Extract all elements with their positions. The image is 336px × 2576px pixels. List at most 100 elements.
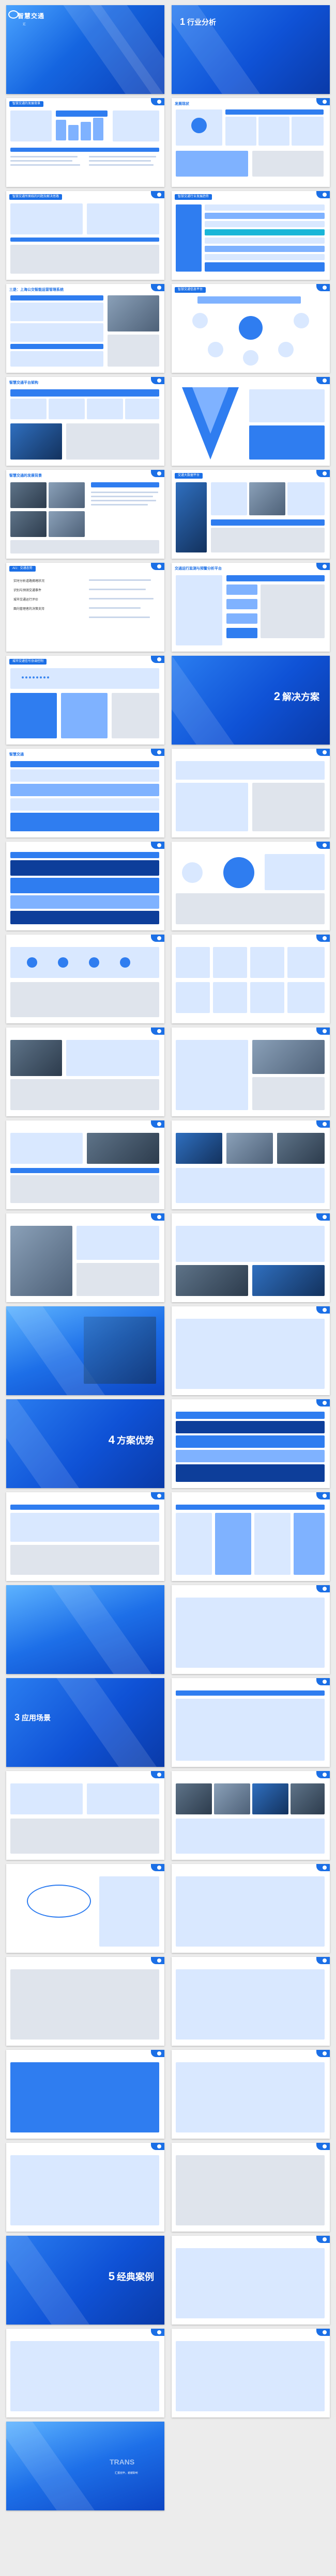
slide-4[interactable]: 发展现状 (172, 98, 330, 187)
slide-45[interactable] (6, 2050, 164, 2139)
slide-7[interactable]: 三是：上海公交智能运营管理系统 (6, 284, 164, 373)
photo (49, 511, 85, 537)
slide-19[interactable] (6, 842, 164, 930)
slide-41[interactable] (6, 1864, 164, 1953)
slide-43[interactable] (6, 1957, 164, 2046)
bullet-line: 城市交通运行评价 (13, 598, 39, 602)
slide-46[interactable] (172, 2050, 330, 2139)
slide-17[interactable]: 智慧交通 (6, 749, 164, 837)
corner-tab (151, 191, 164, 198)
header-block (10, 295, 103, 301)
decor-stripe (47, 1678, 162, 1767)
slide-28[interactable] (172, 1213, 330, 1302)
slide-8[interactable]: 智慧交通信息平台 (172, 284, 330, 373)
corner-dot-icon (157, 1029, 161, 1033)
content-panel (176, 893, 325, 924)
corner-dot-icon (157, 286, 161, 290)
slide-52[interactable] (172, 2329, 330, 2417)
layer-band (176, 1435, 325, 1448)
corner-tab (151, 1028, 164, 1035)
slide-30[interactable] (172, 1306, 330, 1395)
decor-stripe (42, 1585, 157, 1674)
corner-tab (316, 842, 330, 849)
slide-32[interactable] (172, 1399, 330, 1488)
content-panel (10, 245, 159, 274)
slide-51[interactable] (6, 2329, 164, 2417)
icon-tile (250, 947, 284, 978)
slide-21[interactable] (6, 935, 164, 1023)
slide-47[interactable] (6, 2143, 164, 2232)
slide-22[interactable] (172, 935, 330, 1023)
slide-50[interactable] (172, 2236, 330, 2325)
slide-14[interactable]: Ai1：交通态势 实时分析道路拥堵状况 识别与预测交通事件 城市交通运行评价 面… (6, 563, 164, 652)
content-panel (112, 693, 159, 738)
slide-12[interactable]: 交通大数据平台 (172, 470, 330, 559)
slide-33[interactable] (6, 1492, 164, 1581)
slide-38[interactable] (172, 1678, 330, 1767)
slide-18[interactable] (172, 749, 330, 837)
row-band (205, 204, 325, 211)
content-panel (265, 854, 325, 890)
content-panel (77, 1226, 159, 1260)
funnel-diagram (182, 387, 239, 460)
corner-tab (316, 98, 330, 105)
corner-dot-icon (323, 193, 327, 197)
slide-10[interactable] (172, 377, 330, 466)
corner-tab (151, 935, 164, 942)
corner-dot-icon (157, 2330, 161, 2334)
slide-13[interactable]: 交通运行监测与预警分析平台 (172, 563, 330, 652)
content-panel (10, 1819, 159, 1854)
slide-27[interactable] (6, 1213, 164, 1302)
tag-block (226, 613, 257, 624)
slide-48[interactable] (172, 2143, 330, 2232)
slide-39[interactable] (6, 1771, 164, 1860)
section-number: 5 (108, 2270, 115, 2283)
funnel-inner (192, 387, 228, 434)
slide-36[interactable] (172, 1585, 330, 1674)
slide-outro[interactable]: TRANS 汇报完毕，谢谢聆听 (6, 2422, 164, 2510)
slide-15[interactable]: 城市交通信号协调控制 (6, 656, 164, 745)
slide-40[interactable] (172, 1771, 330, 1860)
photo (176, 1783, 212, 1814)
slide-5[interactable]: 智慧交通所面临的问题及解决思路 (6, 191, 164, 280)
slide-34[interactable] (172, 1492, 330, 1581)
photo (10, 423, 62, 460)
photo (291, 1783, 325, 1814)
corner-tab (316, 935, 330, 942)
slide-25[interactable] (6, 1120, 164, 1209)
slide-6[interactable]: 智慧交通行业发展趋势 (172, 191, 330, 280)
slide-3[interactable]: 智慧交通的发展背景 (6, 98, 164, 187)
content-panel (176, 1226, 325, 1262)
header-block (56, 110, 108, 117)
slide-35[interactable] (6, 1585, 164, 1674)
content-panel (176, 1598, 325, 1668)
corner-tab (316, 2143, 330, 2150)
slide-cover[interactable]: 智慧交通 汇 (6, 5, 164, 94)
slide-23[interactable] (6, 1028, 164, 1116)
module-block (125, 399, 159, 419)
layer-band (10, 860, 159, 876)
slide-44[interactable] (172, 1957, 330, 2046)
slide-29[interactable] (6, 1306, 164, 1395)
bullet-line: 识别与预测交通事件 (13, 589, 42, 592)
corner-dot-icon (157, 936, 161, 940)
row-band (205, 238, 325, 244)
content-panel (99, 1876, 159, 1947)
content-panel (10, 323, 103, 342)
slide-title: 智慧交通 (9, 753, 24, 756)
corner-dot-icon (157, 471, 161, 476)
slide-42[interactable] (172, 1864, 330, 1953)
slide-26[interactable] (172, 1120, 330, 1209)
slide-24[interactable] (172, 1028, 330, 1116)
slide-9[interactable]: 智慧交通平台架构 (6, 377, 164, 466)
corner-dot-icon (157, 564, 161, 568)
slide-11[interactable]: 智慧交通的发展背景 (6, 470, 164, 559)
corner-dot-icon (157, 100, 161, 104)
slide-20[interactable] (172, 842, 330, 930)
